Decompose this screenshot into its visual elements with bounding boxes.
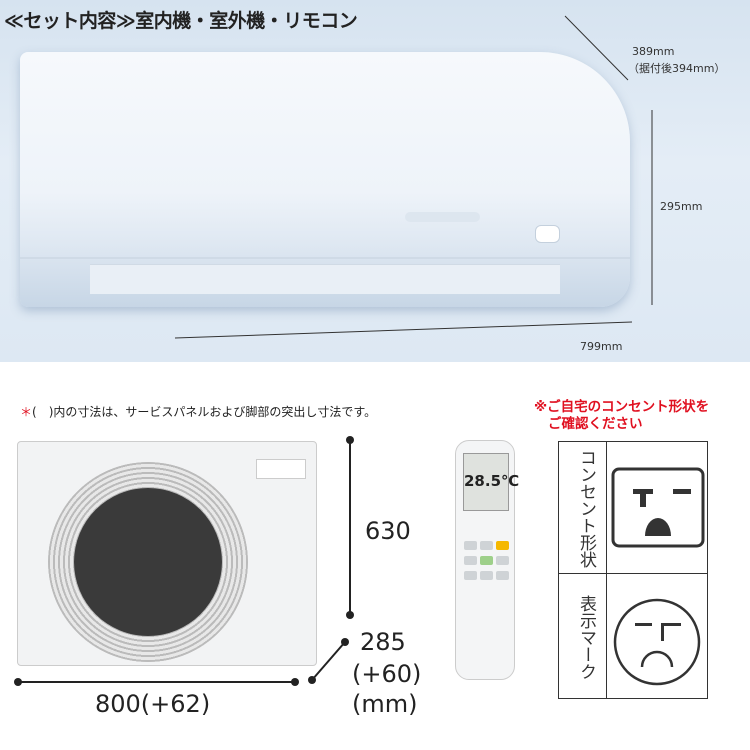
note-text: ( )内の寸法は、サービスパネルおよび脚部の突出し寸法です。 <box>32 405 377 419</box>
indoor-sensor <box>535 225 560 243</box>
remote-button <box>464 571 477 580</box>
remote-button <box>464 541 477 550</box>
depth-installed-dim: （据付後394mm） <box>628 62 726 75</box>
fan-grille <box>48 462 248 662</box>
remote-button <box>480 541 493 550</box>
outlet-shape-label: コンセント形状 <box>576 449 596 568</box>
indoor-display <box>405 212 480 222</box>
remote-display: 28.5℃ <box>463 453 519 511</box>
table-header-column <box>559 442 607 698</box>
outdoor-height: 630 <box>365 517 411 545</box>
warning-line-2: ご確認ください <box>548 416 643 432</box>
dimension-note: ＊( )内の寸法は、サービスパネルおよび脚部の突出し寸法です。 <box>20 403 376 420</box>
outdoor-unit <box>17 441 317 666</box>
width-line <box>174 321 633 339</box>
brand-badge <box>256 459 306 479</box>
width-dim: 799mm <box>580 340 623 353</box>
outdoor-dimension-lines <box>14 436 354 686</box>
remote-control: 28.5℃ <box>455 440 519 680</box>
remote-button <box>480 556 493 565</box>
outlet-warning: ※ご自宅のコンセント形状をご確認ください <box>534 399 709 433</box>
warning-line-1: ※ご自宅のコンセント形状を <box>534 399 710 415</box>
panel-seam <box>20 257 630 259</box>
depth-dim: 389mm <box>632 45 675 58</box>
remote-button <box>496 571 509 580</box>
indoor-unit-photo: ≪セット内容≫室内機・室外機・リモコン 389mm （据付後394mm） 295… <box>0 0 750 362</box>
remote-stop-button <box>496 541 509 550</box>
note-mark: ＊ <box>20 405 33 419</box>
display-mark-icon <box>613 598 701 686</box>
fan <box>74 488 222 636</box>
outdoor-depth: 285 <box>360 628 406 656</box>
remote-button <box>496 556 509 565</box>
outdoor-depth-extra: (+60) <box>352 660 422 688</box>
louver <box>90 264 560 294</box>
outlet-shape-icon <box>611 467 705 548</box>
outdoor-unit-label: (mm) <box>352 690 418 718</box>
page-title: ≪セット内容≫室内機・室外機・リモコン <box>4 10 358 32</box>
outlet-icons <box>611 467 705 686</box>
remote-button <box>480 571 493 580</box>
height-dim: 295mm <box>660 200 703 213</box>
dimension-lines <box>174 15 653 339</box>
outlet-table: コンセント形状 表示マーク <box>558 441 708 699</box>
row-divider <box>559 573 707 574</box>
depth-line <box>564 15 629 81</box>
indoor-unit <box>20 52 630 307</box>
display-mark-label: 表示マーク <box>576 594 596 680</box>
outdoor-width: 800(+62) <box>95 690 211 718</box>
remote-button <box>464 556 477 565</box>
